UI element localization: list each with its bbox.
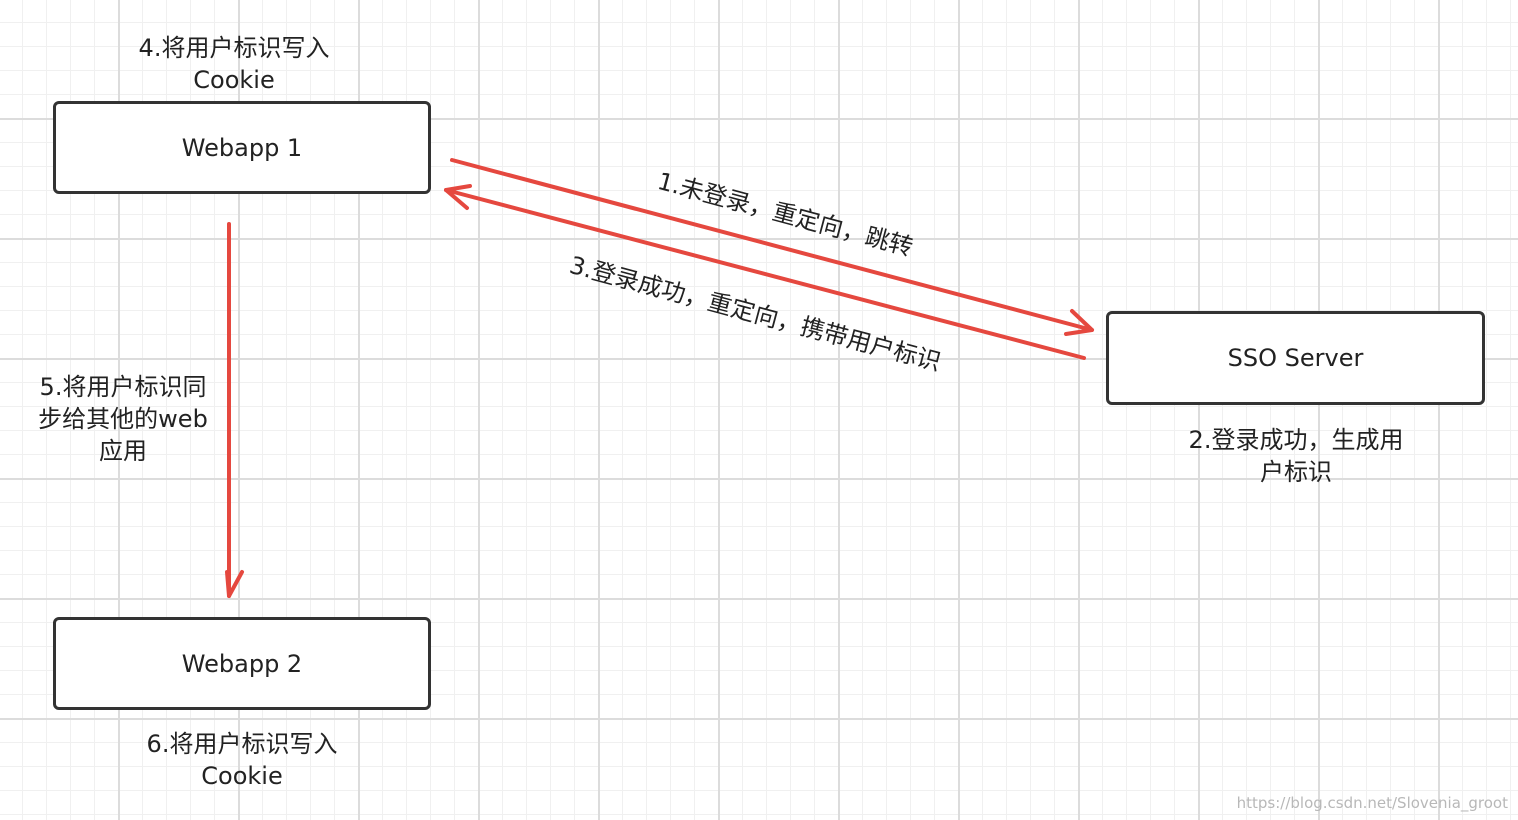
step5-note-line1: 5.将用户标识同 [39,373,207,401]
webapp1-label: Webapp 1 [181,133,303,162]
step2-note-line1: 2.登录成功，生成用 [1188,426,1404,454]
step6-note: 6.将用户标识写入 Cookie [100,728,384,792]
sso-server-label: SSO Server [1227,344,1364,372]
step5-note-line2: 步给其他的web [38,405,208,433]
step5-note-line3: 应用 [99,437,147,465]
arrow-step3-line [444,188,1086,360]
step5-note: 5.将用户标识同 步给其他的web 应用 [12,371,234,467]
watermark: https://blog.csdn.net/Slovenia_groot [1236,794,1508,812]
arrow-step1-line [450,158,1094,332]
webapp1-node[interactable]: Webapp 1 [53,101,431,194]
webapp2-label: Webapp 2 [181,649,303,678]
arrow-step5-head [225,570,244,598]
step4-note-line1: 4.将用户标识写入 [138,34,330,62]
step2-note: 2.登录成功，生成用 户标识 [1155,424,1437,488]
step6-note-line2: Cookie [201,762,283,790]
sso-server-node[interactable]: SSO Server [1106,311,1485,405]
step4-note-line2: Cookie [193,66,275,94]
webapp2-node[interactable]: Webapp 2 [53,617,431,710]
step6-note-line1: 6.将用户标识写入 [146,730,338,758]
arrow-step3-head [444,184,472,210]
step4-note: 4.将用户标识写入 Cookie [92,32,376,96]
arrow-step1-head [1064,309,1094,336]
step2-note-line2: 户标识 [1260,458,1332,486]
